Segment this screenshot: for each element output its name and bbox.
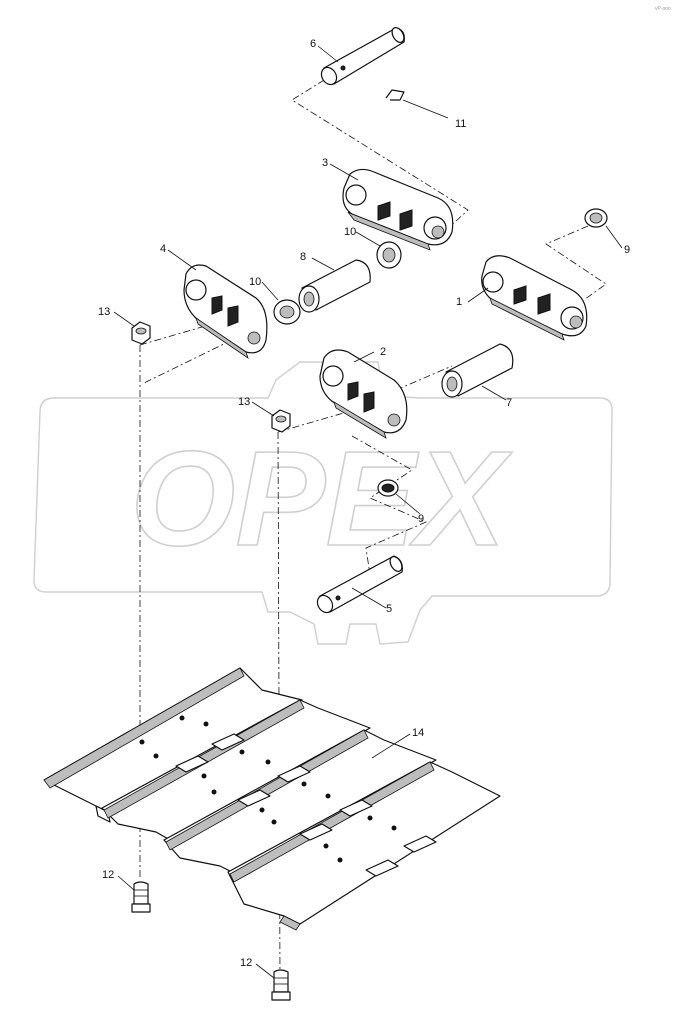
callout-10-lower: 10: [249, 276, 261, 288]
part-nut-13-upper: [131, 321, 151, 345]
callout-12-lower: 12: [240, 957, 252, 969]
callout-13-lower: 13: [238, 396, 250, 408]
callout-13-upper: 13: [98, 306, 110, 318]
callout-9-lower: 9: [418, 513, 424, 525]
callout-3: 3: [322, 157, 328, 169]
callout-7: 7: [506, 397, 512, 409]
part-clip-11: [385, 89, 449, 119]
part-ring-9-lower: [377, 479, 399, 497]
watermark-logo: OPEX: [33, 361, 613, 645]
callout-2: 2: [380, 346, 386, 358]
callout-12-upper: 12: [102, 869, 114, 881]
callout-14: 14: [412, 727, 424, 739]
watermark-text: OPEX: [130, 423, 512, 574]
part-pin-6: [320, 27, 405, 86]
part-bushing-7: [441, 343, 514, 398]
part-link-3: [342, 168, 454, 251]
part-track-shoes-14: [43, 667, 501, 931]
callout-11: 11: [455, 118, 466, 130]
callout-8: 8: [300, 251, 306, 263]
part-bushing-8: [298, 259, 371, 313]
part-ring-9-upper: [584, 208, 608, 228]
callout-labels: 6 11 3 10 9 4 8 10 1 13 2 7 13 9 5 14 12…: [98, 38, 630, 969]
callout-1: 1: [456, 296, 462, 308]
part-ring-10-lower: [273, 299, 301, 325]
callout-5: 5: [386, 603, 392, 615]
part-pin-5: [316, 555, 403, 614]
callout-6: 6: [310, 38, 316, 50]
part-nut-13-lower: [271, 409, 291, 433]
part-ring-10-upper: [376, 241, 402, 269]
callout-10-upper: 10: [344, 226, 356, 238]
part-link-1: [481, 255, 588, 341]
leader-lines: [113, 45, 623, 979]
part-link-4: [183, 264, 268, 359]
part-bolt-12-lower: [271, 969, 291, 1001]
part-bolt-12-upper: [131, 881, 151, 913]
part-link-2: [319, 349, 408, 439]
callout-9-upper: 9: [624, 244, 630, 256]
corner-code: vP-ooo: [655, 6, 671, 12]
callout-4: 4: [160, 243, 166, 255]
